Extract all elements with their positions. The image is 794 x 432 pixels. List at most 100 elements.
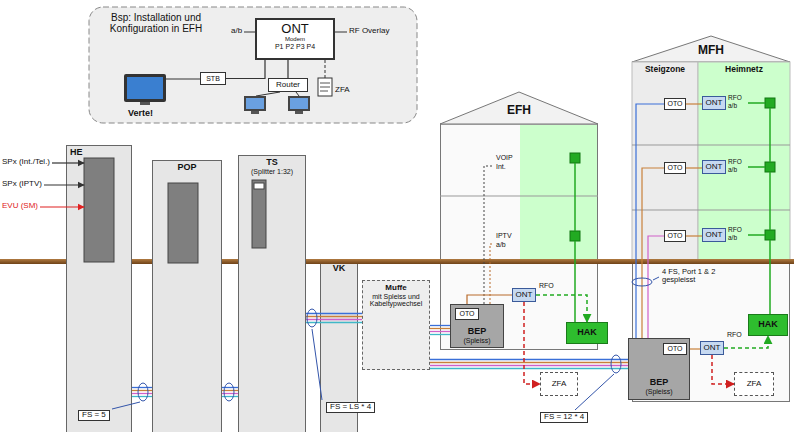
node-text: Router	[276, 81, 300, 90]
node-text: (Splitter 1:32)	[251, 168, 293, 176]
fiber-line	[132, 396, 152, 397]
bep-box: BEP(Spleiss)OTO	[628, 338, 690, 400]
feed-arrow	[40, 206, 84, 207]
node-text: ONT	[706, 231, 723, 240]
label-text: Int.	[496, 163, 506, 171]
node-text: ONT	[281, 22, 308, 36]
node-text: BEP	[468, 327, 487, 337]
house-body	[441, 124, 598, 350]
home-network-zone: HeimnetzONTONTONT	[698, 62, 790, 262]
computer-icon	[290, 98, 308, 109]
node-text: BEP	[650, 378, 669, 388]
node-text: OTO	[667, 232, 682, 240]
ont-box: ONT	[702, 228, 726, 242]
fiber-count-ellipse	[307, 309, 317, 327]
label-text: a/b	[728, 102, 737, 109]
ont-box: ONT	[702, 160, 726, 174]
cable-line	[335, 32, 347, 33]
document-icon	[318, 78, 332, 96]
equipment-rack	[84, 158, 266, 263]
floor-line	[632, 145, 790, 146]
leader-line	[112, 277, 659, 410]
oto-box: OTO	[664, 230, 686, 242]
node-text: OTO	[667, 345, 682, 353]
connector-line	[686, 103, 702, 104]
fiber-count-ellipse	[632, 278, 652, 286]
house-roof	[440, 92, 598, 124]
node-text: POP	[177, 163, 196, 173]
label-text: 4 FS, Port 1 & 2 gespleisst	[662, 268, 734, 285]
zone-fill	[632, 62, 698, 262]
fiber-line	[430, 359, 628, 360]
fiber-bundle	[430, 360, 628, 369]
label-text: RFO	[728, 226, 742, 233]
equipment-rack	[252, 180, 266, 248]
oto-box: OTO	[455, 308, 479, 320]
node-text: OTO	[667, 100, 682, 108]
node-text: EFH	[507, 104, 531, 117]
label-text: EVU (SM)	[2, 202, 38, 211]
muffe-box: Muffemit Spleiss und Kabeltypwechsel	[362, 280, 430, 370]
fiber-bundle	[132, 388, 152, 397]
label-text: Verte!	[128, 109, 153, 119]
fiber-count-ellipse	[224, 383, 234, 401]
fiber-line	[430, 365, 628, 366]
tv-icon	[127, 77, 163, 99]
connector	[686, 168, 702, 169]
leader-line	[112, 402, 140, 409]
leader-line	[653, 277, 659, 280]
node-text: P1 P2 P3 P4	[275, 43, 315, 51]
node-text: STB	[206, 75, 220, 83]
socket-icon	[765, 98, 775, 108]
computer-icon	[295, 111, 303, 114]
feed-arrow	[44, 184, 84, 185]
ont-box: ONT	[512, 288, 536, 302]
node-text: OTO	[459, 310, 474, 318]
node-text: Heimnetz	[725, 65, 763, 74]
hak-box: HAK	[748, 314, 788, 336]
riser-zone: SteigzoneOTOOTOOTO	[632, 62, 698, 262]
oto-box: OTO	[664, 162, 686, 174]
fiber-line	[306, 319, 362, 320]
computer-icon	[251, 111, 259, 114]
fiber-count-ellipse	[138, 278, 652, 401]
label-text: RF Overlay	[349, 27, 389, 36]
ont-box: ONT	[700, 341, 724, 355]
tv-icon	[140, 102, 150, 105]
fiber-line	[132, 393, 152, 394]
document-icon	[320, 91, 328, 92]
label-text: IPTV	[496, 232, 512, 240]
label-text: VOIP	[496, 154, 513, 162]
node-text: Muffe	[385, 284, 406, 293]
node-text: mit Spleiss und Kabeltypwechsel	[366, 293, 426, 308]
node-text: Bsp: Installation und Konfiguration in E…	[96, 12, 216, 34]
stb-box: STB	[200, 72, 226, 85]
label-text: SPx (Int./Tel.)	[2, 158, 50, 167]
bep-box: BEP(Spleiss)OTO	[450, 304, 504, 348]
fiber-line	[306, 316, 362, 317]
home-wiring	[769, 108, 771, 314]
socket-icon	[570, 231, 580, 241]
home-wiring	[574, 163, 576, 322]
mfh-house: MFHSteigzoneOTOOTOOTOHeimnetzONTONTONTBE…	[632, 36, 790, 402]
node-text: ONT	[516, 291, 533, 300]
inset-panel: Bsp: Installation und Konfiguration in E…	[88, 6, 418, 124]
zone-fill	[698, 62, 790, 262]
fiber-line	[430, 331, 450, 332]
label-text: a/b	[728, 234, 737, 241]
feed-arrow	[40, 163, 84, 207]
home-network-zone	[520, 125, 597, 262]
connector	[288, 60, 289, 78]
label-text: RFO	[727, 331, 742, 339]
label-text: a/b	[728, 166, 737, 173]
tv-icon	[124, 74, 166, 102]
feed-arrow	[52, 162, 84, 163]
fiber-line	[430, 325, 450, 326]
fiber-line	[430, 368, 628, 369]
fiber-count-label: FS = LS * 4	[326, 402, 375, 413]
fiber-count-ellipse	[611, 355, 621, 373]
label-text: RFO	[728, 158, 742, 165]
label-text: a/b	[496, 241, 506, 249]
node-text: HAK	[577, 328, 597, 338]
